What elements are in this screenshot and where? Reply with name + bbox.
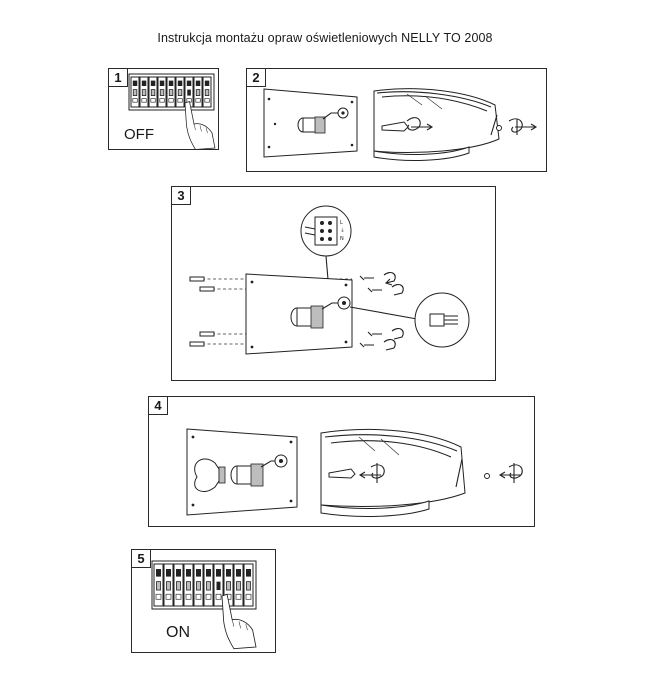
breaker-module bbox=[163, 563, 174, 607]
breaker-module bbox=[173, 563, 184, 607]
lamp-socket bbox=[297, 107, 349, 134]
wall-plugs bbox=[189, 276, 352, 347]
breaker-module bbox=[153, 563, 164, 607]
step-label-off: OFF bbox=[124, 126, 154, 143]
screw-removal bbox=[381, 117, 538, 135]
step-5-panel: 5 ON bbox=[131, 549, 276, 653]
light-bulb bbox=[194, 458, 226, 492]
breaker-panel-illustration bbox=[151, 560, 257, 650]
breaker-module bbox=[157, 76, 167, 108]
step-1-panel: 1 OFF bbox=[108, 68, 219, 150]
document-title: Instrukcja montażu opraw oświetleniowych… bbox=[157, 31, 493, 45]
wiring-illustration: L ⏚ N bbox=[189, 205, 470, 355]
breaker-panel-illustration bbox=[128, 73, 216, 150]
breaker-module bbox=[243, 563, 254, 607]
screws bbox=[359, 272, 404, 351]
remove-cover-illustration bbox=[263, 88, 538, 161]
breaker-module bbox=[166, 76, 176, 108]
breaker-module bbox=[233, 563, 244, 607]
step-number: 1 bbox=[108, 68, 128, 87]
fixture-housing bbox=[373, 88, 500, 161]
assemble-fixture-illustration bbox=[186, 428, 523, 517]
step-2-panel: 2 bbox=[246, 68, 547, 172]
step-3-panel: 3 L ⏚ N bbox=[171, 186, 496, 381]
terminal-block-callout: L ⏚ N bbox=[300, 205, 352, 304]
step-number: 3 bbox=[171, 186, 191, 205]
lamp-socket bbox=[230, 454, 288, 487]
breaker-module bbox=[130, 76, 140, 108]
step-4-panel: 4 bbox=[148, 396, 535, 527]
hand-pointer bbox=[184, 101, 216, 150]
step-number: 4 bbox=[148, 396, 168, 415]
svg-text:⏚: ⏚ bbox=[340, 227, 345, 234]
lamp-socket bbox=[290, 296, 351, 329]
breaker-module bbox=[203, 563, 214, 607]
breaker-module bbox=[213, 563, 224, 607]
connector-callout bbox=[414, 292, 470, 348]
breaker-module bbox=[183, 563, 194, 607]
step-number: 2 bbox=[246, 68, 266, 87]
hand-pointer bbox=[221, 593, 257, 650]
breaker-module bbox=[193, 76, 203, 108]
breaker-module bbox=[202, 76, 212, 108]
breaker-module bbox=[175, 76, 185, 108]
breaker-module bbox=[148, 76, 158, 108]
terminal-label-l: L bbox=[340, 220, 343, 226]
screw-insertion bbox=[328, 463, 523, 483]
step-number: 5 bbox=[131, 549, 151, 568]
step-label-on: ON bbox=[166, 624, 190, 641]
terminal-label-n: N bbox=[340, 236, 344, 242]
breaker-module bbox=[139, 76, 149, 108]
breaker-module bbox=[193, 563, 204, 607]
fixture-housing bbox=[320, 428, 466, 517]
